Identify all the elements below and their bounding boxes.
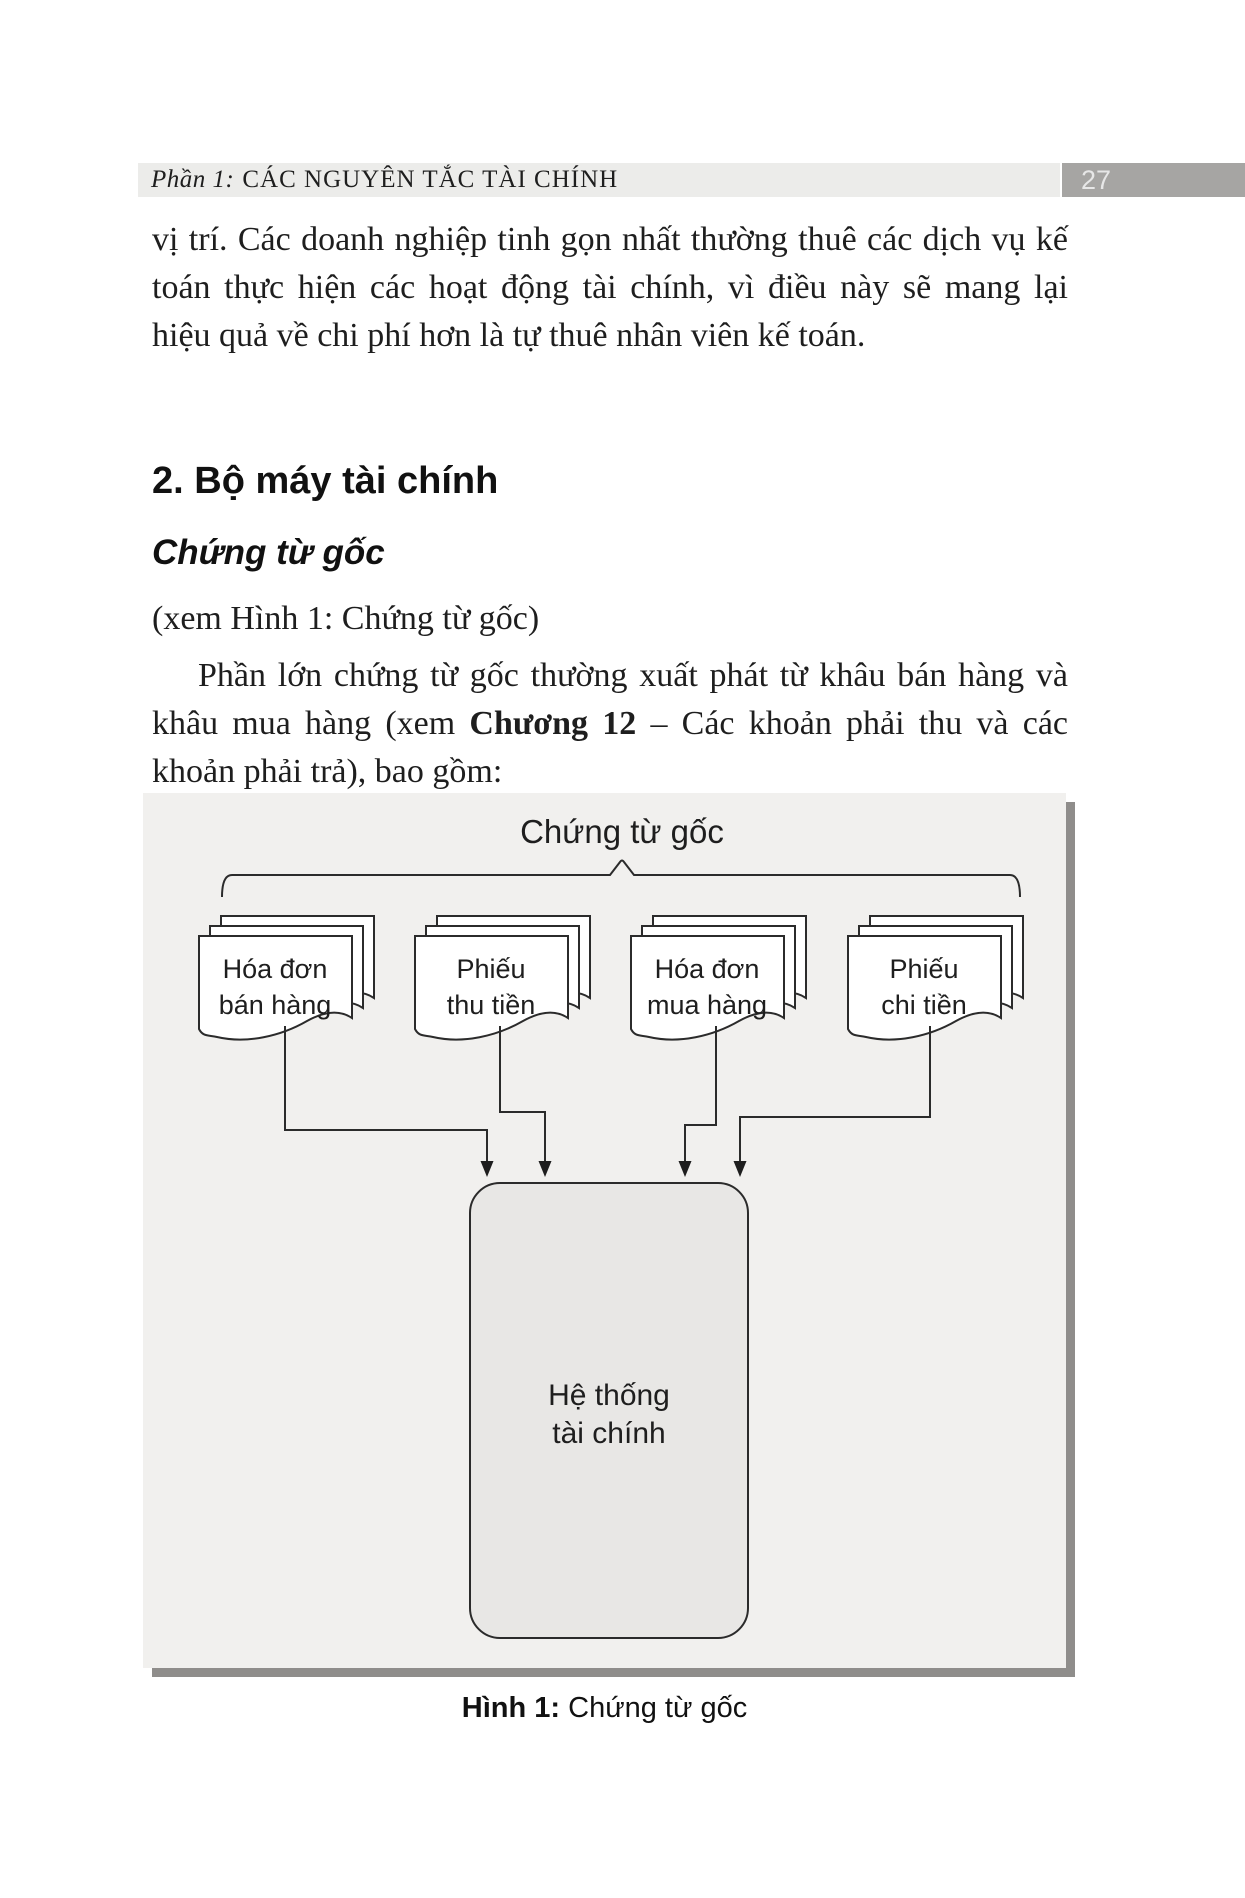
document-stack-purchase-invoice: Hóa đơn mua hàng [630,915,807,1041]
figure-caption-text: Chứng từ gốc [560,1692,748,1724]
connector-doc1 [284,1026,488,1162]
arrow-down-icon [480,1161,494,1177]
connector-doc4 [739,1026,931,1162]
doc2-label-line1: Phiếu [456,954,525,984]
document-page-icon [847,935,1002,1041]
doc3-label-line2: mua hàng [647,990,767,1020]
paragraph-1: vị trí. Các doanh nghiệp tinh gọn nhất t… [152,221,1068,354]
connector-doc3 [684,1026,717,1162]
diagram-title: Chứng từ gốc [520,813,724,850]
financial-system-box [469,1182,749,1639]
connector-doc2 [499,1026,546,1162]
arrow-down-icon [733,1161,747,1177]
doc3-label-line1: Hóa đơn [655,954,760,984]
figure-reference: (xem Hình 1: Chứng từ gốc) [152,600,540,637]
grouping-bracket [221,859,1021,898]
part-label: Phần 1: [151,166,235,193]
document-stack-receipt-voucher: Phiếu thu tiền [414,915,591,1041]
part-title: CÁC NGUYÊN TẮC TÀI CHÍNH [242,166,619,193]
running-header: Phần 1: CÁC NGUYÊN TẮC TÀI CHÍNH [138,163,1060,197]
running-header-text: Phần 1: CÁC NGUYÊN TẮC TÀI CHÍNH [138,166,618,194]
document-stack-sales-invoice: Hóa đơn bán hàng [198,915,375,1041]
document-page-icon [414,935,569,1041]
document-page-icon [198,935,353,1041]
doc1-label-line1: Hóa đơn [223,954,328,984]
document-stack-payment-voucher: Phiếu chi tiền [847,915,1024,1041]
page-number-box: 27 [1062,163,1245,197]
arrow-down-icon [678,1161,692,1177]
arrow-down-icon [538,1161,552,1177]
doc4-label-line1: Phiếu [889,954,958,984]
chapter-reference: Chương 12 [469,705,637,742]
page-number: 27 [1081,164,1112,195]
figure-caption: Hình 1: Chứng từ gốc [143,1692,1066,1725]
doc4-label-line2: chi tiền [881,990,967,1020]
figure-1-panel: Chứng từ gốc Hóa đơn bán hàng Phiếu thu … [143,793,1066,1668]
paragraph-2-post: – Các khoản phải thu và các khoản phải t… [152,705,1068,790]
doc1-label-line2: bán hàng [219,990,332,1020]
figure-caption-label: Hình 1: [461,1692,561,1724]
doc2-label-line2: thu tiền [447,990,536,1020]
system-label-line1: Hệ thống [548,1379,670,1412]
document-page-icon [630,935,785,1041]
section-heading: 2. Bộ máy tài chính [152,460,499,502]
figure-1-diagram: Chứng từ gốc Hóa đơn bán hàng Phiếu thu … [198,813,1024,1639]
paragraph-2-pre: Phần lớn chứng từ gốc thường xuất phát t… [152,657,1068,742]
system-label-line2: tài chính [552,1417,665,1450]
paragraph-2: Phần lớn chứng từ gốc thường xuất phát t… [152,652,1068,796]
subsection-heading: Chứng từ gốc [152,533,385,572]
